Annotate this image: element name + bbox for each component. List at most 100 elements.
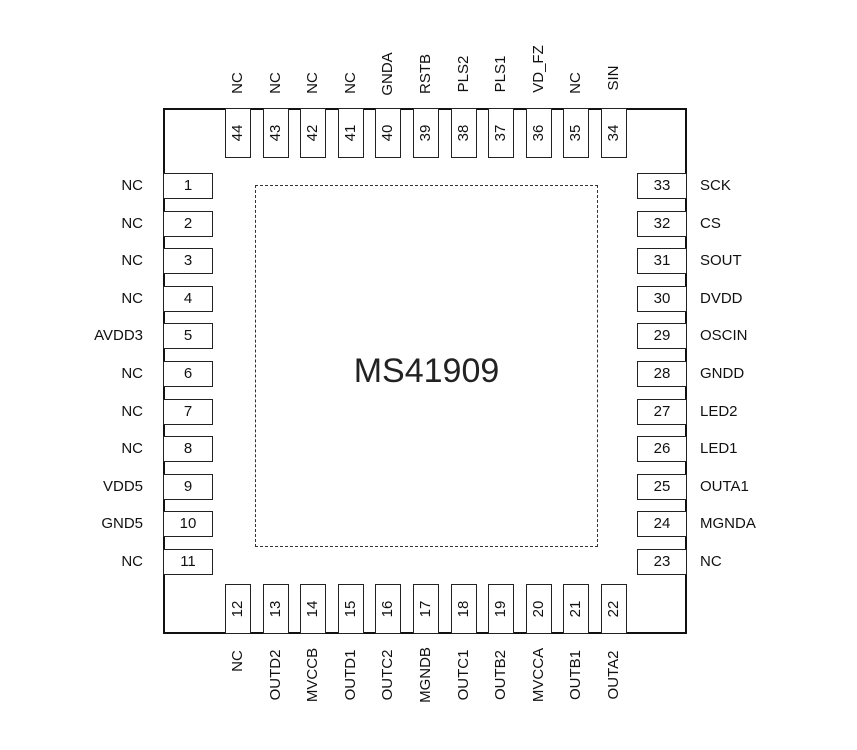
pin-7-label: NC [121,402,143,420]
pin-26-number: 26 [653,440,671,458]
pin-21-label-text: OUTB1 [567,649,585,701]
pin-27-box: 27 [637,398,687,425]
pin-14-label-text: MVCCB [304,647,322,703]
pin-21-box: 21 [563,584,590,634]
pin-13-number: 13 [266,600,284,618]
pin-32-number: 32 [653,214,671,232]
pin-35-label-text: NC [567,71,585,94]
pin-2-box: 2 [163,210,213,237]
pin-44-label-text: NC [229,71,246,94]
pin-7-number: 7 [183,402,193,420]
pin-34-box: 34 [601,108,627,158]
pin-16-label-text: OUTC2 [379,649,397,701]
pin-4-box: 4 [163,285,213,312]
pin-28-number: 28 [653,365,671,382]
pin-10-box: 10 [163,511,213,538]
pin-41-number: 41 [341,124,359,142]
pin-11-box: 11 [163,549,213,575]
pin-27-label: LED2 [700,402,738,420]
pin-38-box: 38 [450,108,477,158]
pin-20-label-text: MVCCA [529,647,547,703]
pin-14-box: 14 [300,584,327,634]
pin-8-box: 8 [163,436,213,463]
pin-25-label: OUTA1 [700,477,749,495]
pin-33-label: SCK [700,177,731,194]
pin-18-box: 18 [450,584,477,634]
pin-27-number: 27 [653,402,671,420]
pin-44-number: 44 [229,124,246,142]
pin-5-number: 5 [183,327,193,345]
pin-24-number: 24 [653,515,671,533]
pin-41-box: 41 [337,108,364,158]
pin-4-number: 4 [183,289,193,307]
pin-12-number: 12 [229,600,246,618]
pin-28-box: 28 [637,361,687,387]
pin-12-label-text: NC [229,650,246,673]
pin-9-box: 9 [163,473,213,500]
pin-32-label: CS [700,214,721,232]
pin-29-label: OSCIN [700,327,748,345]
pin-33-number: 33 [653,177,671,194]
pin-15-label-text: OUTD1 [341,649,359,701]
pin-37-label-text: PLS1 [492,55,510,92]
pin-43-number: 43 [266,124,284,142]
pin-17-label-text: MGNDB [417,647,434,703]
pin-23-label: NC [700,553,722,570]
pin-34-number: 34 [605,124,622,142]
pin-3-box: 3 [163,248,213,275]
pin-7-box: 7 [163,398,213,425]
pin-15-number: 15 [341,600,359,618]
pin-3-label: NC [121,252,143,270]
pin-17-box: 17 [413,584,439,634]
pin-38-number: 38 [454,124,472,142]
pin-16-number: 16 [379,600,397,618]
pin-6-number: 6 [183,365,193,382]
pin-30-box: 30 [637,285,687,312]
pin-19-box: 19 [488,584,515,634]
pin-1-box: 1 [163,173,213,199]
pin-10-label: GND5 [101,515,143,533]
part-number: MS41909 [353,352,500,390]
pin-21-number: 21 [567,600,585,618]
pin-38-label-text: PLS2 [454,55,472,92]
pin-11-label: NC [121,553,143,570]
pin-23-box: 23 [637,549,687,575]
pin-22-box: 22 [601,584,627,634]
pin-39-number: 39 [417,124,434,142]
pin-25-number: 25 [653,477,671,495]
pin-19-number: 19 [492,600,510,618]
pin-15-box: 15 [337,584,364,634]
pin-8-label: NC [121,440,143,458]
pin-24-label: MGNDA [700,515,756,533]
pin-26-box: 26 [637,436,687,463]
pin-5-box: 5 [163,323,213,350]
pin-1-label: NC [121,177,143,194]
pin-35-box: 35 [563,108,590,158]
pin-43-box: 43 [262,108,289,158]
pin-11-number: 11 [180,553,196,570]
pin-42-label-text: NC [304,71,322,94]
pin-4-label: NC [121,289,143,307]
pin-18-number: 18 [454,600,472,618]
pin-36-number: 36 [529,124,547,142]
pin-36-label-text: VD_FZ [529,45,547,93]
pin-26-label: LED1 [700,440,738,458]
pin-28-label: GNDD [700,365,745,382]
pin-37-number: 37 [492,124,510,142]
pin-6-label: NC [121,365,143,382]
pin-9-label: VDD5 [102,477,143,495]
pin-22-label-text: OUTA2 [605,650,622,700]
pin-3-number: 3 [183,252,193,270]
pin-19-label-text: OUTB2 [492,649,510,701]
pin-32-box: 32 [637,210,687,237]
pin-37-box: 37 [488,108,515,158]
pin-44-box: 44 [225,108,251,158]
pin-25-box: 25 [637,473,687,500]
pin-13-box: 13 [262,584,289,634]
pin-20-number: 20 [529,600,547,618]
pin-33-box: 33 [637,173,687,199]
pin-5-label: AVDD3 [94,327,143,345]
pin-22-number: 22 [605,600,622,618]
pin-39-label-text: RSTB [417,53,434,94]
pin-2-number: 2 [183,214,193,232]
